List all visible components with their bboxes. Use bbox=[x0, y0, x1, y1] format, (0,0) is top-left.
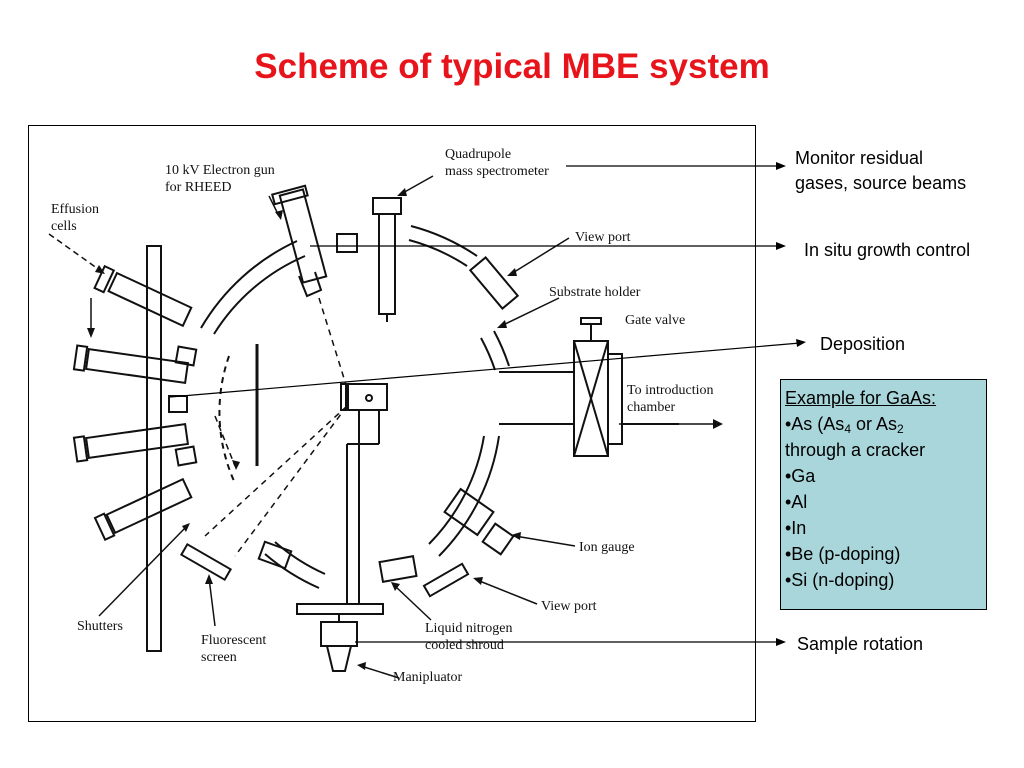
label-view-port-top: View port bbox=[575, 230, 631, 245]
shroud-dashed-arc bbox=[218, 355, 235, 482]
shutter bbox=[336, 233, 358, 253]
slide-title: Scheme of typical MBE system bbox=[254, 47, 770, 86]
mbe-chamber-drawing bbox=[48, 175, 723, 679]
view-port-bottom bbox=[422, 562, 470, 598]
shutter bbox=[168, 395, 188, 413]
effusion-cell bbox=[93, 477, 193, 542]
effusion-cell bbox=[72, 423, 190, 463]
label-introduction-chamber: To introduction chamber bbox=[627, 383, 714, 415]
inner-arrow bbox=[476, 579, 538, 605]
arrowhead bbox=[713, 419, 723, 429]
inner-arrow bbox=[98, 525, 188, 617]
label-electron-gun: 10 kV Electron gun for RHEED bbox=[165, 163, 275, 195]
label-gate-valve: Gate valve bbox=[625, 313, 686, 328]
annotation-deposition: Deposition bbox=[820, 334, 906, 354]
shutter bbox=[174, 445, 198, 467]
annotation-in-situ: In situ growth control bbox=[804, 240, 971, 260]
example-heading: Example for GaAs: bbox=[785, 388, 937, 408]
label-manipulator: Manipluator bbox=[393, 670, 463, 685]
arrowhead bbox=[776, 162, 786, 170]
example-item-cracker: through a cracker bbox=[785, 440, 926, 460]
chamber-wall-segment bbox=[274, 541, 326, 575]
arrowhead bbox=[87, 328, 95, 338]
effusion-cell bbox=[93, 264, 193, 328]
arrowhead bbox=[796, 339, 806, 347]
chamber-wall-segment bbox=[213, 255, 306, 335]
arrowhead bbox=[232, 460, 240, 470]
chamber-wall-segment bbox=[408, 239, 468, 267]
arrowhead bbox=[357, 662, 366, 670]
arrowhead bbox=[391, 582, 400, 591]
inner-arrow bbox=[514, 535, 576, 547]
arrowhead bbox=[511, 532, 521, 540]
arrowhead bbox=[497, 320, 507, 328]
view-port-top bbox=[468, 256, 520, 310]
chamber-wall-segment bbox=[428, 435, 485, 545]
quadrupole-mass-spectrometer bbox=[372, 197, 402, 322]
manipulator bbox=[296, 603, 384, 672]
inner-arrow bbox=[400, 175, 434, 195]
inner-arrow bbox=[500, 297, 560, 327]
label-effusion-cells: Effusion cells bbox=[51, 202, 99, 234]
label-fluorescent-screen: Fluorescent screen bbox=[201, 633, 267, 665]
chamber-wall-segment bbox=[194, 236, 305, 333]
shutter bbox=[257, 540, 293, 570]
label-liquid-nitrogen: Liquid nitrogen cooled shroud bbox=[425, 621, 513, 653]
example-item: •Al bbox=[785, 492, 808, 512]
inner-arrow bbox=[510, 237, 570, 275]
chamber-wall-segment bbox=[410, 225, 478, 257]
label-ion-gauge: Ion gauge bbox=[579, 540, 635, 555]
arrowhead bbox=[95, 265, 105, 274]
arrowhead bbox=[397, 188, 407, 196]
label-substrate-holder: Substrate holder bbox=[549, 285, 641, 300]
chamber-wall-segment bbox=[480, 337, 496, 371]
example-item: •Be (p-doping) bbox=[785, 544, 901, 564]
chamber-wall-segment bbox=[200, 240, 298, 329]
effusion-cell bbox=[72, 344, 190, 384]
chamber-wall-segment bbox=[493, 330, 510, 367]
arrowhead bbox=[205, 574, 213, 584]
cooled-shroud-part bbox=[378, 555, 418, 583]
inner-arrow bbox=[208, 577, 216, 627]
label-quadrupole: Quadrupole mass spectrometer bbox=[445, 147, 549, 179]
example-item: •In bbox=[785, 518, 807, 538]
example-item: •Ga bbox=[785, 466, 816, 486]
example-item-as: •As (As4 or As2 bbox=[785, 414, 904, 436]
inner-arrow bbox=[360, 665, 400, 679]
mbe-diagram-frame: 10 kV Electron gun for RHEED Effusion ce… bbox=[28, 125, 756, 722]
arrowhead bbox=[776, 242, 786, 250]
arrowhead bbox=[507, 268, 517, 276]
arrowhead bbox=[776, 638, 786, 646]
beam-line bbox=[318, 297, 348, 389]
chamber-wall-segment bbox=[264, 553, 320, 589]
annotation-monitor: Monitor residual gases, source beams bbox=[795, 148, 967, 193]
label-view-port-bottom: View port bbox=[541, 599, 597, 614]
fluorescent-screen bbox=[179, 542, 233, 582]
example-item: •Si (n-doping) bbox=[785, 570, 895, 590]
inner-arrow bbox=[48, 233, 102, 272]
ion-gauge bbox=[443, 487, 515, 556]
electron-gun bbox=[270, 184, 328, 298]
inner-arrow bbox=[214, 415, 236, 467]
beam-line bbox=[204, 405, 348, 537]
arrowhead bbox=[275, 210, 283, 220]
example-gaas-box: Example for GaAs: •As (As4 or As2 throug… bbox=[780, 379, 987, 610]
arrowhead bbox=[182, 523, 190, 532]
annotation-sample-rotation: Sample rotation bbox=[797, 634, 924, 654]
arrowhead bbox=[473, 577, 483, 585]
label-shutters: Shutters bbox=[77, 619, 123, 634]
beam-line bbox=[234, 405, 348, 557]
inner-arrow bbox=[394, 585, 432, 621]
